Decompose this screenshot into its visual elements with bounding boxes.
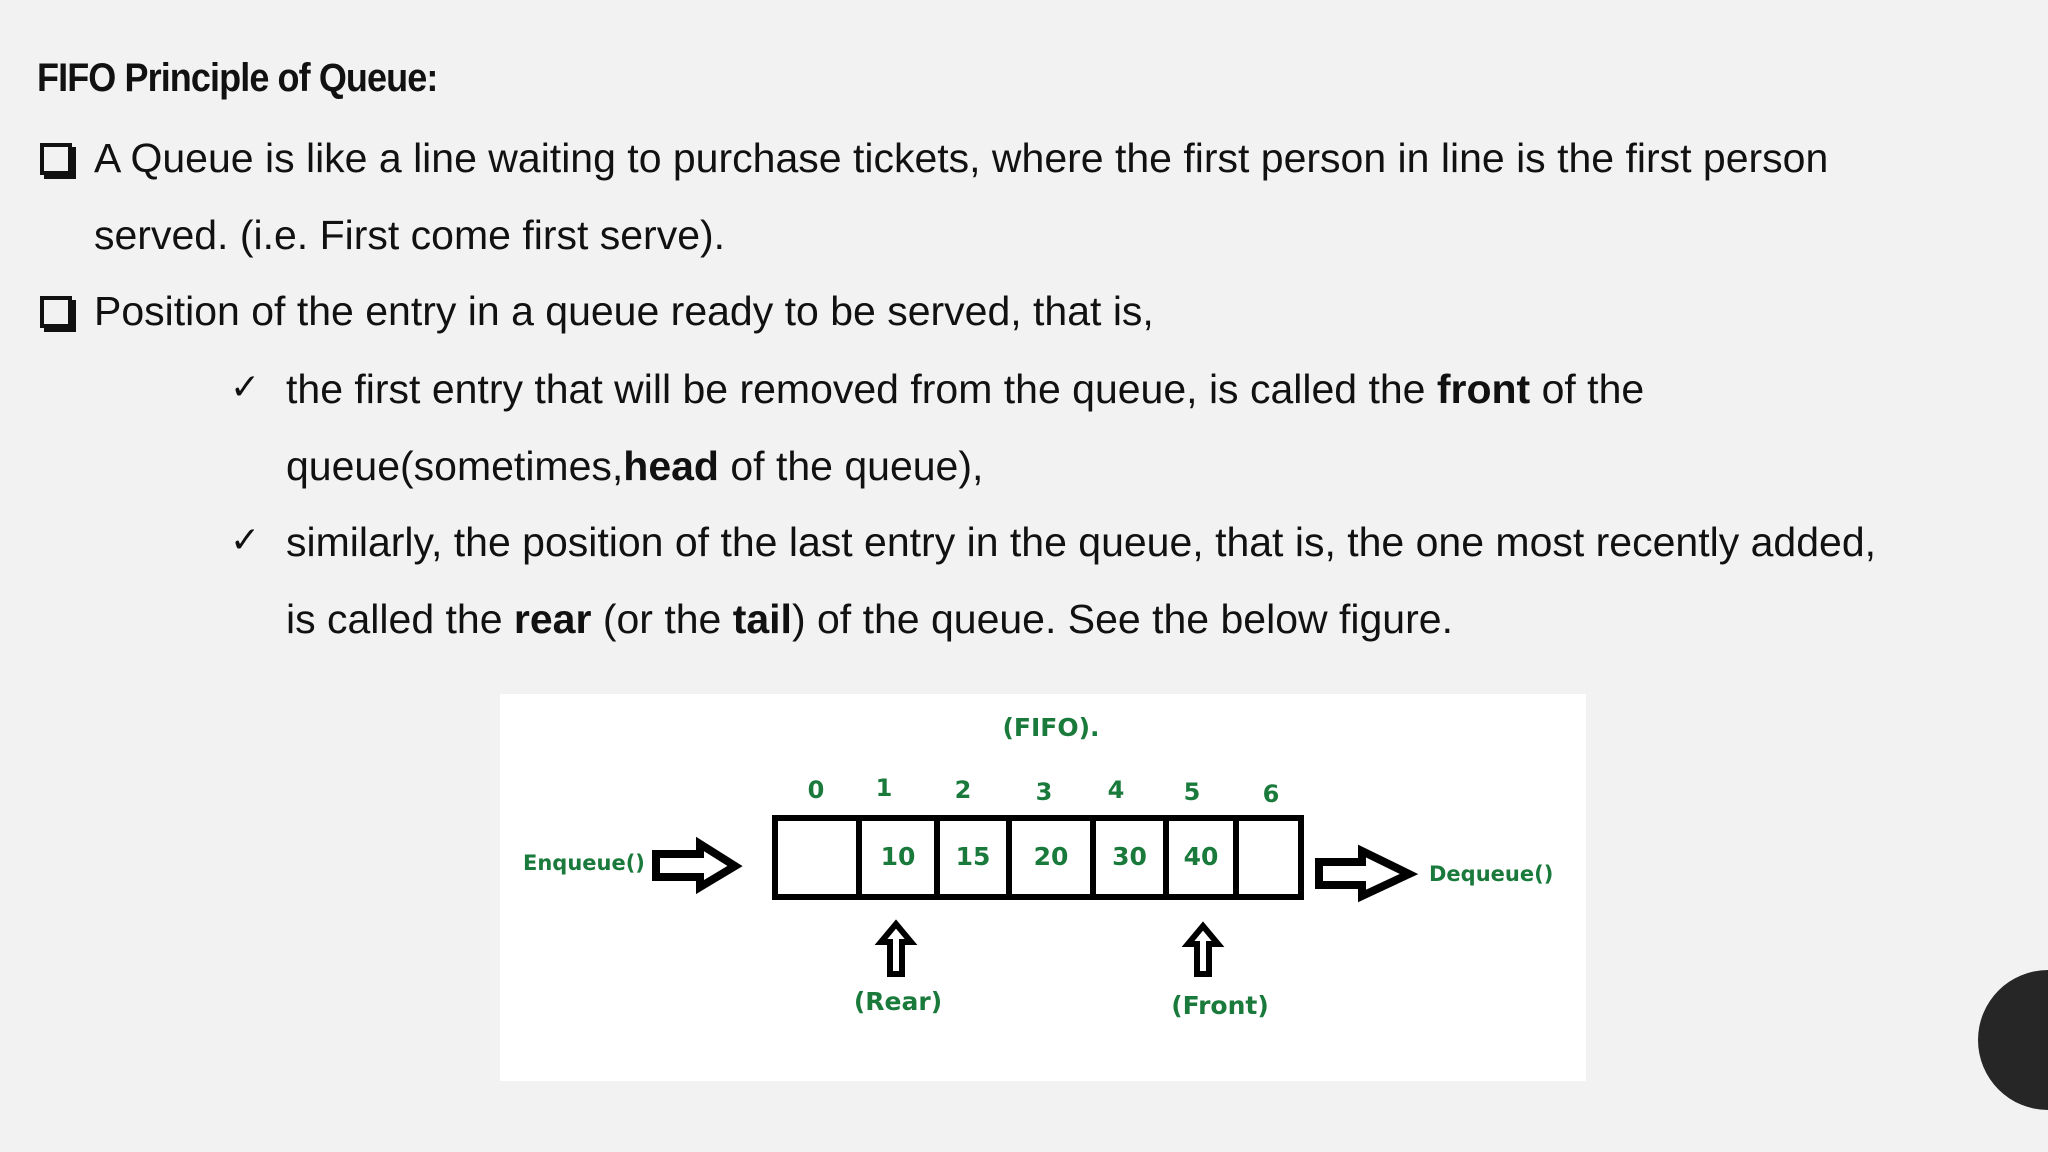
queue-outline [772, 815, 1304, 900]
decorative-circle [1978, 970, 2048, 1110]
queue-diagram: (FIFO). 0 1 2 3 4 5 6 10 15 20 30 40 Enqueue() Deq… [523, 713, 1553, 1020]
queue-index-label: 4 [1108, 776, 1125, 804]
queue-cell-value: 30 [1112, 842, 1147, 871]
queue-cell-value: 40 [1184, 842, 1219, 871]
sub-bullet-1-text-c: of the [1530, 366, 1645, 412]
queue-index-label: 2 [955, 776, 972, 804]
sub-bullet-1-line-1: the first entry that will be removed fro… [286, 369, 1644, 410]
rear-term: rear [513, 596, 592, 642]
enqueue-label: Enqueue() [523, 851, 645, 875]
sub-bullet-2-line-2: is called the rear (or the tail) of the … [286, 599, 1453, 640]
queue-cells: 10 15 20 30 40 [772, 815, 1304, 900]
queue-cell-value: 20 [1034, 842, 1069, 871]
front-up-arrow-icon [1181, 921, 1225, 977]
sub-bullet-2-text-c: (or the [591, 596, 733, 642]
dequeue-label: Dequeue() [1429, 862, 1553, 886]
queue-index-label: 1 [876, 774, 893, 802]
front-term: front [1436, 366, 1531, 412]
head-term: head [623, 443, 719, 489]
sub-bullet-1-line-2: queue(sometimes,head of the queue), [286, 446, 983, 487]
sub-bullet-2-text-a: is called the [286, 596, 514, 642]
enqueue-arrow-icon [652, 836, 743, 895]
queue-index-label: 0 [808, 776, 825, 804]
checkmark-icon: ✓ [230, 367, 261, 408]
dequeue-arrow-icon [1315, 844, 1419, 903]
queue-figure: (FIFO). 0 1 2 3 4 5 6 10 15 20 30 40 Enqueue() Deq… [500, 694, 1586, 1081]
queue-index-label: 3 [1036, 778, 1053, 806]
rear-label: (Rear) [854, 987, 942, 1016]
bullet-box-icon [40, 143, 72, 175]
figure-heading: (FIFO). [1002, 713, 1099, 742]
bullet-1-line-1: A Queue is like a line waiting to purcha… [94, 135, 1829, 181]
sub-bullet-1-text-d: queue(sometimes, [286, 443, 624, 489]
bullet-2-text: Position of the entry in a queue ready t… [94, 288, 1154, 334]
sub-bullet-1-text-a: the first entry that will be removed fro… [286, 366, 1437, 412]
slide-title: FIFO Principle of Queue: [37, 56, 438, 100]
rear-up-arrow-icon [874, 919, 918, 977]
bullet-box-icon [40, 296, 72, 328]
sub-bullet-2-text-e: ) of the queue. See the below figure. [791, 596, 1453, 642]
sub-bullet-2-line-1: similarly, the position of the last entr… [286, 519, 1877, 565]
queue-index-label: 5 [1184, 778, 1201, 806]
front-label: (Front) [1171, 991, 1269, 1020]
bullet-1-line-2: served. (i.e. First come first serve). [94, 212, 726, 258]
sub-bullet-1-text-f: of the queue), [718, 443, 984, 489]
tail-term: tail [732, 596, 792, 642]
index-labels: 0 1 2 3 4 5 6 [808, 774, 1280, 808]
queue-cell-value: 15 [956, 842, 991, 871]
queue-index-label: 6 [1263, 780, 1280, 808]
checkmark-icon: ✓ [230, 520, 261, 561]
queue-cell-value: 10 [881, 842, 916, 871]
